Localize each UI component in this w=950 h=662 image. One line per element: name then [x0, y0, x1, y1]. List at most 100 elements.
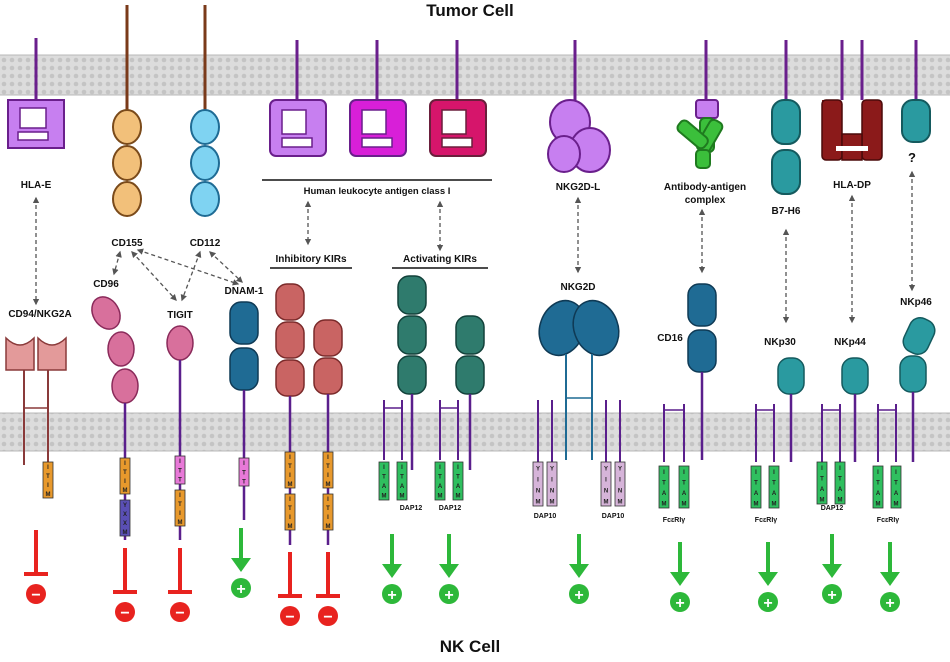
svg-text:I: I — [243, 461, 245, 467]
svg-text:T: T — [382, 475, 386, 481]
b7-h6-ligand — [771, 40, 801, 195]
cd16-receptor — [663, 283, 717, 462]
svg-text:I: I — [47, 483, 49, 489]
signal-outcomes: −−−+−−+++++++ — [24, 528, 900, 626]
nkp30-receptor — [755, 357, 805, 462]
inhibitory-kirs-label: Inhibitory KIRs — [275, 254, 347, 265]
svg-text:+: + — [763, 595, 772, 612]
svg-text:T: T — [46, 474, 50, 480]
svg-text:I: I — [895, 470, 897, 476]
svg-text:I: I — [457, 465, 459, 471]
nkp30-label: NKp30 — [764, 337, 796, 348]
cd112-ligand — [190, 5, 220, 217]
svg-text:M: M — [178, 520, 183, 526]
svg-text:−: − — [120, 605, 129, 622]
nkg2d-receptor — [537, 299, 621, 462]
inhibition-signal-cd96: − — [113, 548, 137, 622]
hla-class-i-ligand-1 — [269, 40, 327, 157]
svg-text:I: I — [47, 465, 49, 471]
svg-text:A: A — [662, 491, 667, 497]
svg-text:A: A — [772, 491, 777, 497]
svg-text:+: + — [444, 587, 453, 604]
activation-signal-nkg2d: + — [569, 534, 589, 604]
interaction-arrows — [32, 170, 916, 324]
svg-text:I: I — [179, 511, 181, 517]
nkp46-receptor — [877, 317, 936, 462]
svg-text:I: I — [537, 477, 539, 483]
svg-text:I: I — [755, 470, 757, 476]
hla-class-i-ligand-3 — [429, 40, 487, 157]
svg-text:Y: Y — [618, 466, 622, 472]
svg-text:T: T — [838, 476, 842, 482]
svg-text:M: M — [618, 499, 623, 505]
svg-text:M: M — [123, 488, 128, 494]
svg-text:I: I — [289, 497, 291, 503]
hla-dp-ligand — [821, 40, 883, 161]
antibody-antigen-label-line1: Antibody-antigen — [664, 182, 746, 193]
svg-text:T: T — [894, 480, 898, 486]
svg-text:I: I — [124, 479, 126, 485]
svg-text:Y: Y — [536, 466, 540, 472]
svg-text:I: I — [179, 459, 181, 465]
svg-text:T: T — [754, 480, 758, 486]
dap10-label-1: DAP10 — [534, 513, 557, 520]
svg-text:M: M — [894, 501, 899, 507]
svg-text:I: I — [839, 466, 841, 472]
svg-text:A: A — [838, 487, 843, 493]
itt-motif: ITT — [238, 457, 250, 487]
activation-signal-activating-kir-1: + — [382, 534, 402, 604]
cd112-label: CD112 — [190, 238, 221, 249]
fcer1g-label-3: FcεRIγ — [877, 517, 899, 524]
svg-text:T: T — [288, 506, 292, 512]
svg-text:I: I — [124, 461, 126, 467]
svg-text:M: M — [682, 501, 687, 507]
fcer1g-label-1: FcεRIγ — [663, 517, 685, 524]
svg-text:M: M — [550, 499, 555, 505]
nkp44-label: NKp44 — [834, 337, 866, 348]
svg-text:I: I — [439, 465, 441, 471]
cd155-label: CD155 — [111, 238, 143, 249]
activating-kir-receptor-2 — [439, 315, 485, 470]
cd96-receptor — [91, 296, 139, 540]
dap12-label-3: DAP12 — [821, 505, 844, 512]
svg-text:N: N — [604, 488, 608, 494]
activation-signal-nkp44: + — [822, 534, 842, 604]
svg-text:T: T — [242, 480, 246, 486]
svg-text:I: I — [327, 515, 329, 521]
b7-h6-label: B7-H6 — [772, 206, 801, 217]
svg-text:A: A — [456, 484, 461, 490]
svg-text:N: N — [536, 488, 540, 494]
svg-text:A: A — [894, 491, 899, 497]
svg-text:I: I — [327, 473, 329, 479]
svg-text:I: I — [327, 455, 329, 461]
svg-text:T: T — [772, 480, 776, 486]
svg-text:T: T — [242, 470, 246, 476]
antibody-antigen-label-line2: complex — [685, 195, 726, 206]
antibody-antigen-complex — [676, 40, 724, 169]
svg-text:Y: Y — [604, 466, 608, 472]
svg-text:−: − — [323, 609, 332, 626]
tigit-label: TIGIT — [167, 310, 193, 321]
svg-text:M: M — [662, 501, 667, 507]
svg-text:+: + — [387, 587, 396, 604]
hla-class-i-ligand-2 — [349, 40, 407, 157]
unknown-ligand — [901, 40, 931, 143]
activating-kirs-label: Activating KIRs — [403, 254, 477, 265]
nkg2d-ligand — [547, 40, 611, 173]
svg-text:I: I — [821, 466, 823, 472]
dap12-label-2: DAP12 — [439, 505, 462, 512]
